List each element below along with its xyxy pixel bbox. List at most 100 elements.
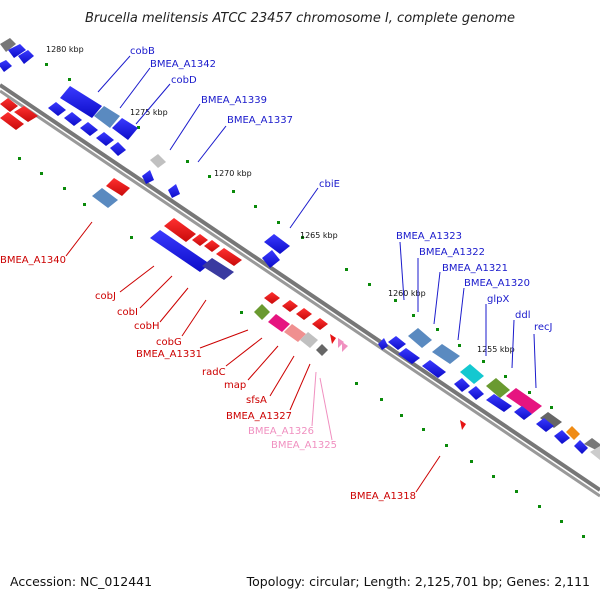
gene-label-glpX: glpX <box>487 294 509 305</box>
gene-block <box>378 338 388 350</box>
gene-block <box>262 250 280 268</box>
gene-block-BMEA_A1339 <box>150 154 166 168</box>
accession-text: Accession: NC_012441 <box>10 574 152 589</box>
gene-block-cobB <box>60 86 102 118</box>
tick-mark <box>368 283 371 286</box>
gene-block <box>0 38 16 52</box>
gene-block <box>106 178 130 196</box>
tick-mark <box>550 406 553 409</box>
gene-label-cobJ: cobJ <box>95 291 116 302</box>
gene-block <box>316 344 328 356</box>
gene-block <box>566 426 580 440</box>
tick-mark <box>68 78 71 81</box>
forward-genes <box>0 38 600 460</box>
scale-label: 1270 kbp <box>214 169 252 178</box>
tick-mark <box>394 299 397 302</box>
gene-block <box>468 386 484 400</box>
gene-block <box>168 184 180 198</box>
leader-line <box>319 377 333 441</box>
tick-mark <box>582 535 585 538</box>
gene-block <box>540 412 562 428</box>
gene-block <box>80 122 98 136</box>
gene-label-BMEA_A1342: BMEA_A1342 <box>150 59 216 70</box>
tick-mark <box>400 414 403 417</box>
gene-block <box>96 132 114 146</box>
tick-mark <box>63 187 66 190</box>
tick-mark <box>422 428 425 431</box>
gene-label-cobG: cobG <box>156 337 182 348</box>
tick-mark <box>560 520 563 523</box>
leader-line <box>199 329 249 349</box>
leader-line <box>269 355 295 397</box>
tick-mark <box>83 203 86 206</box>
gene-block <box>0 112 24 130</box>
gene-block <box>486 394 512 412</box>
tick-row-lower <box>18 157 585 538</box>
gene-block-radC <box>254 304 270 320</box>
gene-label-BMEA_A1331: BMEA_A1331 <box>136 349 202 360</box>
gene-block <box>64 112 82 126</box>
gene-block-BMEA_A1320 <box>422 360 446 378</box>
gene-block <box>388 336 406 350</box>
gene-label-cobH: cobH <box>134 321 159 332</box>
tick-mark <box>240 311 243 314</box>
gene-block-ddl <box>486 378 510 398</box>
tick-mark <box>458 344 461 347</box>
gene-label-recJ: recJ <box>534 322 553 333</box>
gene-block <box>554 430 570 444</box>
tick-mark <box>277 221 280 224</box>
gene-block <box>14 106 38 122</box>
leader-line <box>97 55 131 93</box>
gene-block <box>514 406 532 420</box>
leader-line <box>311 371 317 427</box>
leader-line <box>433 271 441 325</box>
gene-label-BMEA_A1323: BMEA_A1323 <box>396 231 462 242</box>
leader-line <box>169 103 201 151</box>
leader-line <box>511 319 515 369</box>
gene-block <box>110 142 126 156</box>
scale-labels: 1280 kbp 1275 kbp 1270 kbp 1265 kbp 1260… <box>46 45 515 354</box>
gene-label-ddl: ddl <box>515 310 530 321</box>
tick-mark <box>18 157 21 160</box>
gene-block-cobI <box>192 234 208 246</box>
tick-mark <box>137 126 140 129</box>
gene-block-BMEA_A1342 <box>94 106 120 128</box>
gene-label-BMEA_A1325: BMEA_A1325 <box>271 440 337 451</box>
tick-mark <box>232 190 235 193</box>
scale-label: 1260 kbp <box>388 289 426 298</box>
tick-mark <box>186 160 189 163</box>
gene-block <box>8 44 26 58</box>
leader-line <box>247 345 279 381</box>
gene-block-cbiE <box>264 234 290 254</box>
gene-block-BMEA_A1327 <box>300 332 318 348</box>
gene-block <box>312 318 328 330</box>
tick-mark <box>412 314 415 317</box>
gene-block <box>0 98 18 112</box>
gene-block-BMEA_A1340 <box>92 188 118 208</box>
leader-line <box>533 333 537 389</box>
tick-mark <box>345 268 348 271</box>
leader-line <box>135 83 171 125</box>
gene-block-BMEA_A1318 <box>460 420 466 430</box>
gene-label-sfsA: sfsA <box>246 395 267 406</box>
gene-label-BMEA_A1320: BMEA_A1320 <box>464 278 530 289</box>
tick-row-upper <box>45 63 553 409</box>
tick-mark <box>504 375 507 378</box>
gene-label-BMEA_A1327: BMEA_A1327 <box>226 411 292 422</box>
gene-label-map: map <box>224 380 246 391</box>
map-title: Brucella melitensis ATCC 23457 chromosom… <box>85 11 515 26</box>
tick-mark <box>470 460 473 463</box>
gene-label-BMEA_A1326: BMEA_A1326 <box>248 426 314 437</box>
gene-label-cobB: cobB <box>130 46 155 57</box>
gene-label-cbiE: cbiE <box>319 179 340 190</box>
gene-block <box>48 102 66 116</box>
gene-block <box>264 292 280 304</box>
scale-label: 1265 kbp <box>300 231 338 240</box>
leader-line <box>289 363 311 411</box>
gene-block-glpX <box>460 364 484 384</box>
gene-block-cobD <box>112 118 138 140</box>
tick-mark <box>45 63 48 66</box>
topology-text: Topology: circular; Length: 2,125,701 bp… <box>246 574 590 589</box>
reverse-genes <box>0 98 466 430</box>
